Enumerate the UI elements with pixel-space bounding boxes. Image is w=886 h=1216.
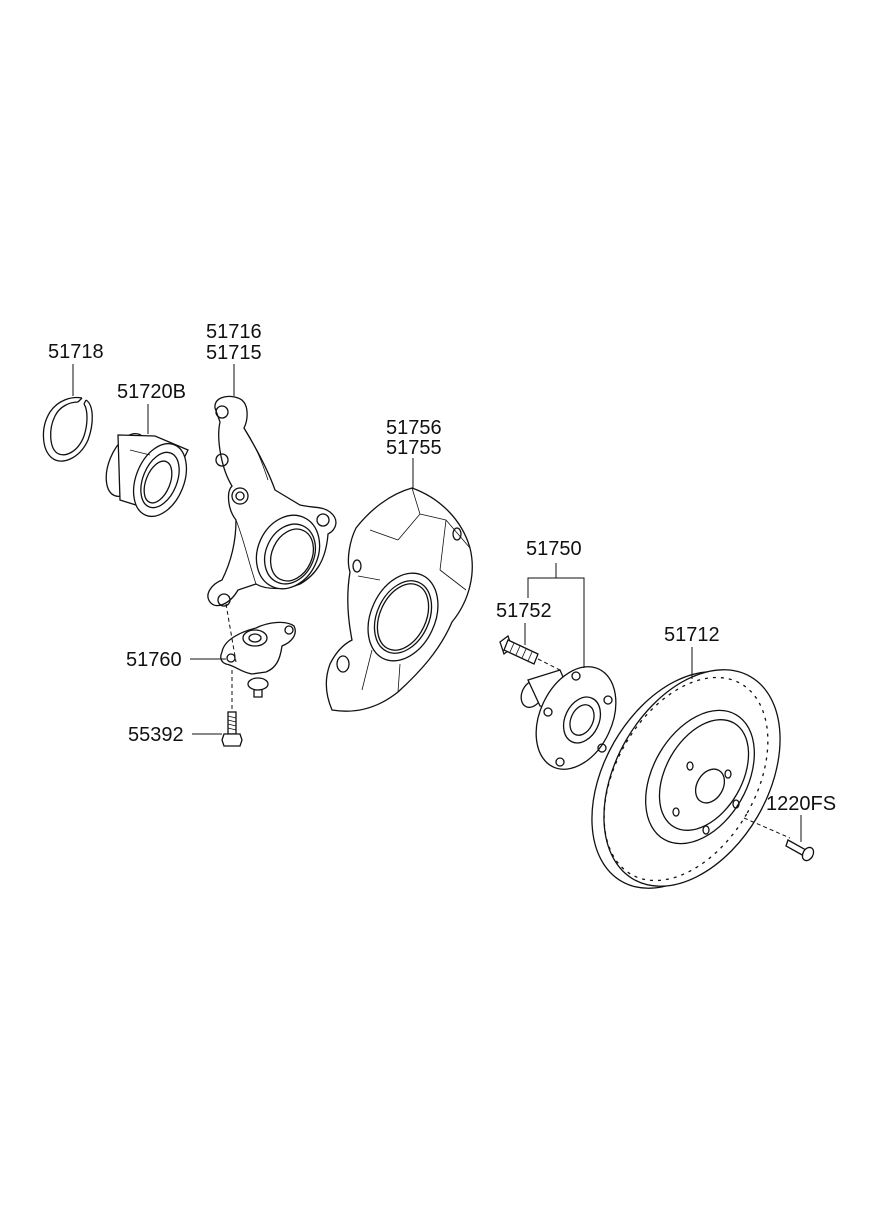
label-51716[interactable]: 51716 [206,321,262,343]
label-51760[interactable]: 51760 [126,649,182,671]
label-51712[interactable]: 51712 [664,624,720,646]
label-1220fs[interactable]: 1220FS [766,793,837,815]
label-51718[interactable]: 51718 [48,341,104,363]
label-51715[interactable]: 51715 [206,342,262,364]
hub-bolt-axis [537,658,561,671]
screw-axis [743,817,791,839]
label-51752[interactable]: 51752 [496,600,552,622]
screw-drawing [785,839,815,862]
disc-drawing [591,669,781,889]
label-51756[interactable]: 51756 [386,417,442,439]
knuckle-drawing [207,395,337,607]
label-51750[interactable]: 51750 [526,538,582,560]
hub-drawing [520,666,617,770]
bolt-drawing [221,711,243,747]
label-51720b[interactable]: 51720B [117,381,186,403]
snap-ring-drawing [42,396,93,462]
ball-joint-drawing [220,621,296,698]
label-55392[interactable]: 55392 [128,724,184,746]
ball-joint-axis [225,603,237,663]
hub-bolt-drawing [499,634,539,665]
label-51755[interactable]: 51755 [386,437,442,459]
dust-cover-drawing [325,487,473,712]
bearing-drawing [105,433,189,518]
